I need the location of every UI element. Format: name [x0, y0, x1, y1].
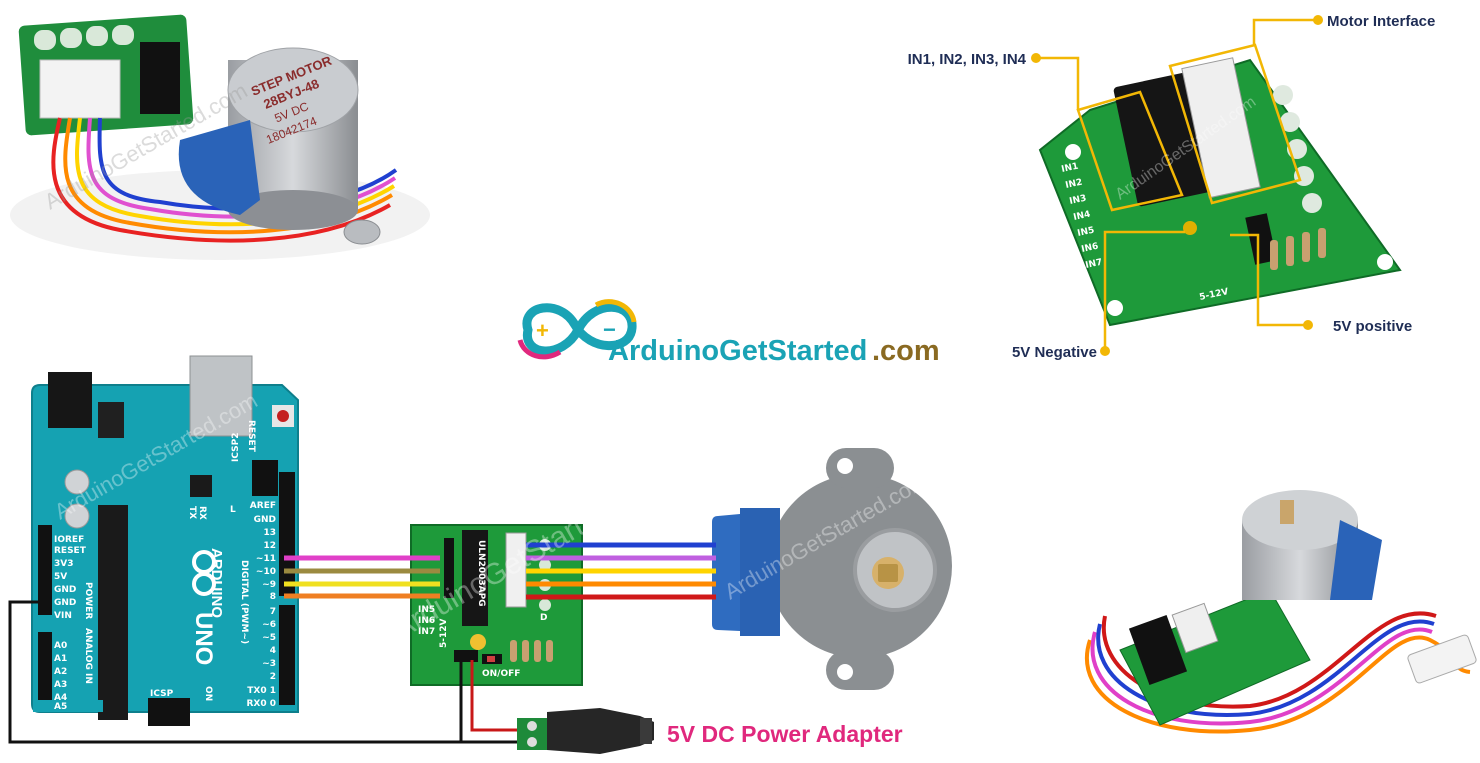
uln2003-driver-board: ULN2003APG IN5 IN6 IN7 5-12V ON/OFF D — [410, 524, 583, 686]
uno-pin-2: 2 — [270, 672, 276, 682]
wire-driver-positive — [470, 660, 530, 732]
uno-pin-4: 4 — [270, 646, 276, 656]
brand-logo: + − ArduinoGetStarted .com — [517, 299, 940, 367]
callout-line-positive — [1230, 233, 1306, 327]
callout-inputs: IN1, IN2, IN3, IN4 — [908, 51, 1027, 68]
driver-voltage-label: 5-12V — [439, 618, 449, 648]
uno-pin-8: 8 — [270, 592, 276, 602]
callout-dot-motor — [1313, 15, 1323, 25]
callout-box-motor — [1168, 43, 1302, 205]
callout-box-inputs — [1076, 90, 1184, 212]
brand-name: ArduinoGetStarted — [608, 335, 867, 367]
uno-pin-a5: A5 — [54, 702, 67, 712]
dc-power-jack — [517, 708, 654, 754]
callout-pin-in5: IN5 — [1077, 226, 1096, 239]
callout-pin-in4: IN4 — [1073, 210, 1092, 223]
uno-digital-bottom-pin-labels: 7 ~6 ~5 4 ~3 2 TX0 1 RX0 0 — [246, 607, 276, 709]
wire-arduino-gnd — [8, 600, 530, 744]
uno-digital-label: DIGITAL (PWM~) — [239, 560, 249, 644]
driver-pin-in6: IN6 — [418, 616, 435, 626]
uno-pin-7: 7 — [270, 607, 276, 617]
uno-pin-a1: A1 — [54, 654, 67, 664]
uno-pin-9: ~9 — [262, 580, 276, 590]
uno-pin-a2: A2 — [54, 667, 67, 677]
uno-l-label: L — [230, 505, 236, 515]
uno-pin-5: ~5 — [262, 633, 276, 643]
callout-line-inputs — [1038, 56, 1080, 110]
uno-reset-label: RESET — [246, 420, 256, 453]
callout-pin-in1: IN1 — [1061, 162, 1080, 175]
uno-on-label: ON — [203, 686, 213, 701]
uno-digital-top-pin-labels: AREF GND 13 12 ~11 ~10 ~9 8 — [250, 501, 276, 602]
uno-pin-vin: VIN — [54, 611, 72, 621]
uno-power-pin-labels: IOREF RESET 3V3 5V GND GND VIN — [54, 535, 87, 621]
arduino-infinity-icon — [192, 550, 216, 596]
logo-minus-icon: − — [603, 317, 616, 342]
callout-5v-positive: 5V positive — [1333, 318, 1412, 335]
uno-pin-gnd-1: GND — [54, 585, 76, 595]
brand-suffix: .com — [872, 335, 940, 367]
callout-pin-in3: IN3 — [1069, 194, 1088, 207]
uno-pin-gnd-2: GND — [54, 598, 76, 608]
power-wires — [8, 600, 530, 744]
logo-plus-icon: + — [536, 318, 549, 343]
driver-callout-pin-labels: IN1 IN2 IN3 IN4 IN5 IN6 IN7 5-12V — [1061, 162, 1230, 303]
uno-tx-label: TX — [187, 506, 197, 519]
uno-pin-1: TX0 1 — [247, 686, 276, 696]
uno-pin-13: 13 — [263, 528, 276, 538]
uno-analog-label: ANALOG IN — [83, 628, 93, 684]
uno-pin-aref: AREF — [250, 501, 276, 511]
uno-icsp-label: ICSP — [150, 689, 174, 699]
stepper-motor — [712, 448, 952, 690]
uno-pin-a4: A4 — [54, 693, 67, 703]
uno-pin-gnd-d: GND — [254, 515, 276, 525]
uno-analog-pin-labels: A0 A1 A2 A3 A4 A5 — [54, 641, 67, 712]
callout-motor-interface: Motor Interface — [1327, 13, 1435, 30]
callout-dot-negative — [1100, 346, 1110, 356]
driver-switch-label: ON/OFF — [482, 669, 520, 679]
callout-line-motor — [1252, 18, 1316, 45]
driver-board-callout-photo: IN1 IN2 IN3 IN4 IN5 IN6 IN7 5-12V Motor … — [908, 13, 1436, 361]
photo-stepper-kit-bottom-right — [1085, 490, 1477, 734]
driver-pin-in7: IN7 — [418, 627, 435, 637]
uno-board-name: UNO — [190, 612, 217, 665]
uno-icsp2-label: ICSP2 — [231, 433, 241, 462]
uno-pin-3v3: 3V3 — [54, 559, 74, 569]
uno-power-label: POWER — [83, 582, 93, 619]
uno-rx-label: RX — [197, 506, 207, 520]
driver-chip-label: ULN2003APG — [476, 540, 486, 607]
uno-pin-5v: 5V — [54, 572, 67, 582]
arduino-uno-board: RESET ICSP2 ICSP ON TX RX L ARDUINO UNO … — [31, 355, 299, 726]
uno-pin-ioref: IOREF — [54, 535, 84, 545]
driver-to-motor-wires — [526, 542, 716, 600]
callout-pin-in6: IN6 — [1081, 242, 1100, 255]
arduino-to-driver-wires — [284, 555, 440, 599]
callout-pin-in2: IN2 — [1065, 178, 1084, 191]
uno-pin-a0: A0 — [54, 641, 67, 651]
uno-brand-text: ARDUINO — [208, 548, 225, 618]
photo-stepper-kit-top-left: STEP MOTOR 28BYJ-48 5V DC 18042174 — [10, 14, 430, 260]
uno-pin-a3: A3 — [54, 680, 67, 690]
callout-dot-positive — [1303, 320, 1313, 330]
uno-pin-10: ~10 — [256, 567, 276, 577]
callout-line-negative — [1103, 230, 1185, 351]
callout-5v-negative: 5V Negative — [1012, 344, 1097, 361]
driver-pin-in5: IN5 — [418, 605, 435, 615]
uno-pin-0: RX0 0 — [246, 699, 276, 709]
callout-dot-inputs — [1031, 53, 1041, 63]
driver-letter-d: D — [540, 613, 547, 623]
power-adapter-label: 5V DC Power Adapter — [667, 721, 903, 747]
uno-pin-12: 12 — [263, 541, 276, 551]
uno-pin-11: ~11 — [256, 554, 276, 564]
uno-pin-6: ~6 — [262, 620, 276, 630]
uno-pin-reset: RESET — [54, 546, 87, 556]
uno-pin-3: ~3 — [262, 659, 276, 669]
callout-pin-in7: IN7 — [1085, 258, 1104, 271]
